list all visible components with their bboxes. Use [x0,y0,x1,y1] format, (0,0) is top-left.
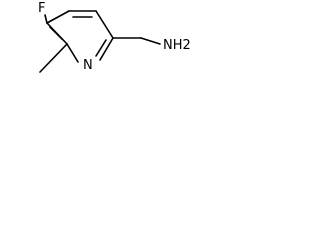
molecule-structure-diagram: F N NH2 [38,1,191,73]
bond-c5-c4 [46,10,70,24]
bond-ch2-nh2 [140,37,161,45]
pyridine-ring [46,10,114,63]
amine-label: NH2 [163,38,191,53]
ring-nitrogen-label: N [83,58,93,73]
bond-c5-fluorine [44,14,48,24]
double-bond-c6-c5 [49,26,63,40]
double-bond-c2-n [95,39,107,57]
bond-c2-n [99,37,114,61]
fluorine-label: F [38,1,45,16]
bond-n-c6 [66,43,79,63]
bond-c3-c2 [95,10,114,39]
bond-c6-methyl [39,43,68,73]
